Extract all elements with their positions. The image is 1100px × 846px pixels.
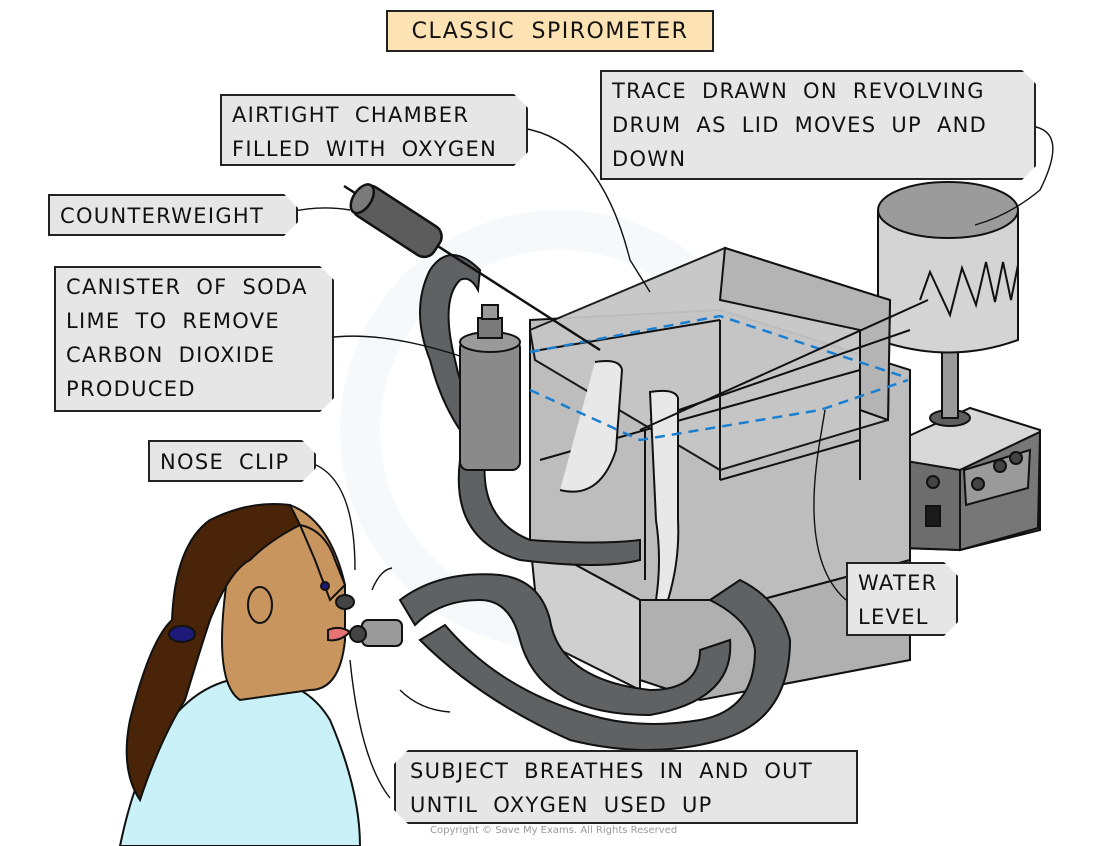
- label-soda-lime-canister: CANISTER OF SODA LIME TO REMOVE CARBON D…: [54, 266, 334, 412]
- label-water-level: WATER LEVEL: [846, 562, 958, 636]
- drum-trace: [919, 261, 1019, 318]
- label-subject-breathes: SUBJECT BREATHES IN AND OUT UNTIL OXYGEN…: [394, 750, 858, 824]
- spirometer-tank: [528, 246, 929, 702]
- mouthpiece: [349, 619, 403, 647]
- water-level-line: [529, 314, 909, 380]
- breathing-tubes: [398, 254, 792, 751]
- label-airtight-chamber: AIRTIGHT CHAMBER FILLED WITH OXYGEN: [220, 94, 528, 166]
- copyright-notice: Copyright © Save My Exams. All Rights Re…: [430, 825, 678, 836]
- subject-person: [118, 503, 362, 846]
- label-nose-clip: NOSE CLIP: [148, 440, 316, 482]
- label-counterweight: COUNTERWEIGHT: [48, 194, 298, 236]
- label-trace-drum: TRACE DRAWN ON REVOLVING DRUM AS LID MOV…: [600, 70, 1036, 180]
- leader-lines: [289, 125, 1054, 799]
- revolving-drum: [877, 181, 1019, 354]
- soda-lime-canister: [459, 304, 521, 471]
- counterweight-assembly: [343, 183, 601, 352]
- diagram-title: CLASSIC SPIROMETER: [386, 10, 714, 52]
- kymograph-base: [898, 349, 1042, 552]
